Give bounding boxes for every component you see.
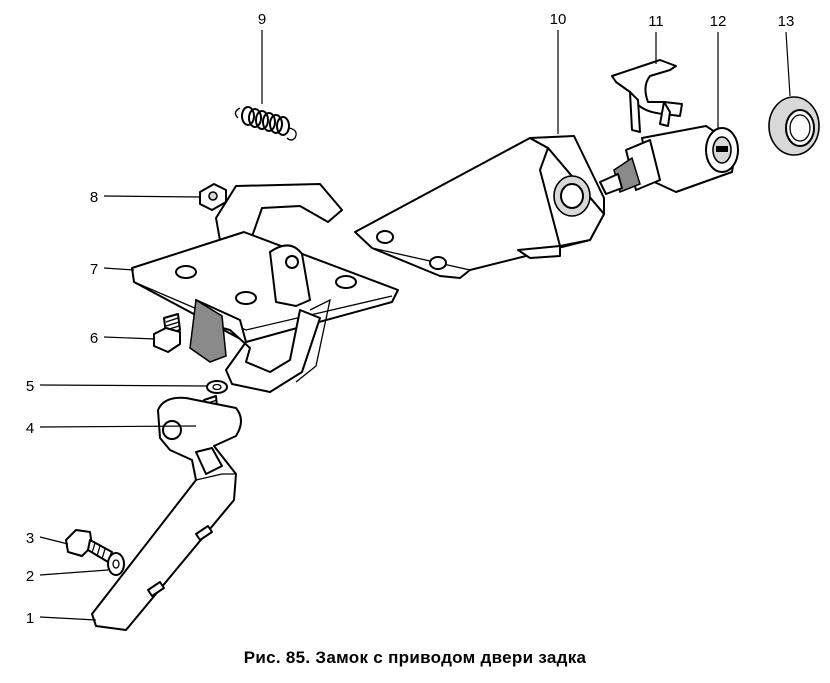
part-8-nut (199, 183, 227, 211)
callout-8: 8 (90, 189, 98, 206)
callout-3: 3 (26, 530, 34, 547)
callout-4: 4 (26, 420, 34, 437)
callout-9: 9 (258, 11, 266, 28)
part-7-latch-assembly (131, 183, 399, 393)
callout-10: 10 (550, 11, 567, 28)
figure-caption: Рис. 85. Замок с приводом двери задка (243, 648, 587, 667)
callout-12: 12 (710, 13, 727, 30)
callout-5: 5 (26, 378, 34, 395)
part-3-bolt (65, 529, 113, 563)
callout-7: 7 (90, 261, 98, 278)
leader-lines (39, 30, 791, 621)
part-6-bolt (153, 313, 181, 353)
part-5-washer (206, 380, 228, 394)
part-11-clip (611, 59, 683, 133)
part-2-washer (107, 552, 125, 576)
callout-2: 2 (26, 568, 34, 585)
part-9-spring (234, 106, 297, 141)
part-1-bracket (91, 396, 242, 631)
part-12-lock-cylinder (599, 125, 739, 195)
part-13-seal-ring (768, 96, 820, 156)
callout-6: 6 (90, 330, 98, 347)
callout-1: 1 (26, 610, 34, 627)
part-10-lock-housing (354, 135, 605, 279)
callout-numbers: 1 2 3 4 5 6 7 8 9 10 11 12 13 (26, 11, 795, 627)
callout-13: 13 (778, 13, 795, 30)
callout-11: 11 (648, 13, 664, 30)
